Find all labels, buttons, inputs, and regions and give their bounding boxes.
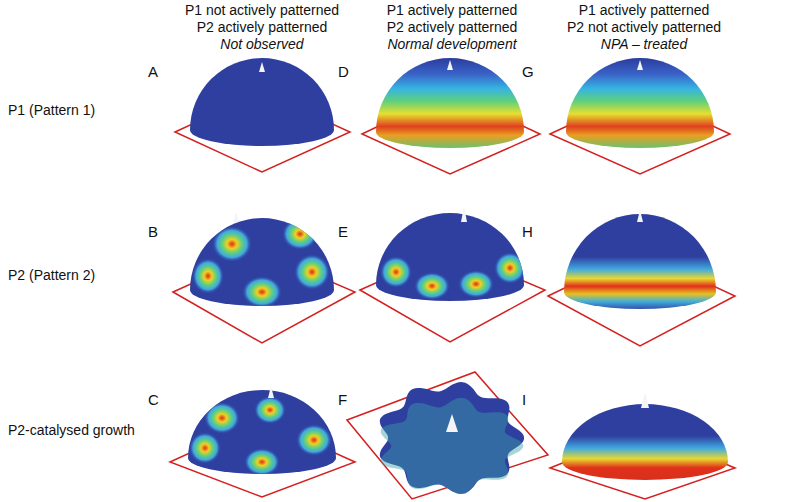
panel-letter: A: [148, 64, 158, 80]
column-header: NPA – treated: [601, 36, 687, 52]
panel-f-rim: [381, 398, 524, 494]
column-header: P2 actively patterned: [197, 19, 328, 35]
panel-c: [170, 386, 355, 497]
panel-h: [548, 210, 735, 346]
panel-g: [550, 58, 730, 174]
column-header: P1 not actively patterned: [185, 2, 339, 18]
panel-letter: H: [522, 224, 533, 240]
column-header: Normal development: [387, 36, 516, 52]
column-header: P2 actively patterned: [387, 19, 518, 35]
panel-letter: B: [148, 224, 158, 240]
panel-letter: I: [522, 392, 526, 408]
row-label: P2 (Pattern 2): [8, 267, 95, 283]
column-header: P1 actively patterned: [579, 2, 710, 18]
panel-letter: F: [338, 392, 347, 408]
panel-a: [175, 58, 350, 172]
panel-letter: E: [338, 224, 348, 240]
panel-letter: G: [522, 64, 534, 80]
row-label: P2-catalysed growth: [8, 422, 148, 438]
panel-d: [362, 58, 540, 174]
column-header: P1 actively patterned: [387, 2, 518, 18]
panel-f-shape: [380, 382, 524, 494]
column-header: Not observed: [220, 36, 303, 52]
panel-e: [360, 206, 545, 342]
column-header: P2 not actively patterned: [567, 19, 721, 35]
panel-letter: D: [338, 64, 349, 80]
panel-b: [173, 212, 355, 343]
panel-f: [347, 372, 548, 499]
panel-letter: C: [148, 392, 159, 408]
row-label: P1 (Pattern 1): [8, 102, 95, 118]
panel-i: [550, 392, 735, 499]
